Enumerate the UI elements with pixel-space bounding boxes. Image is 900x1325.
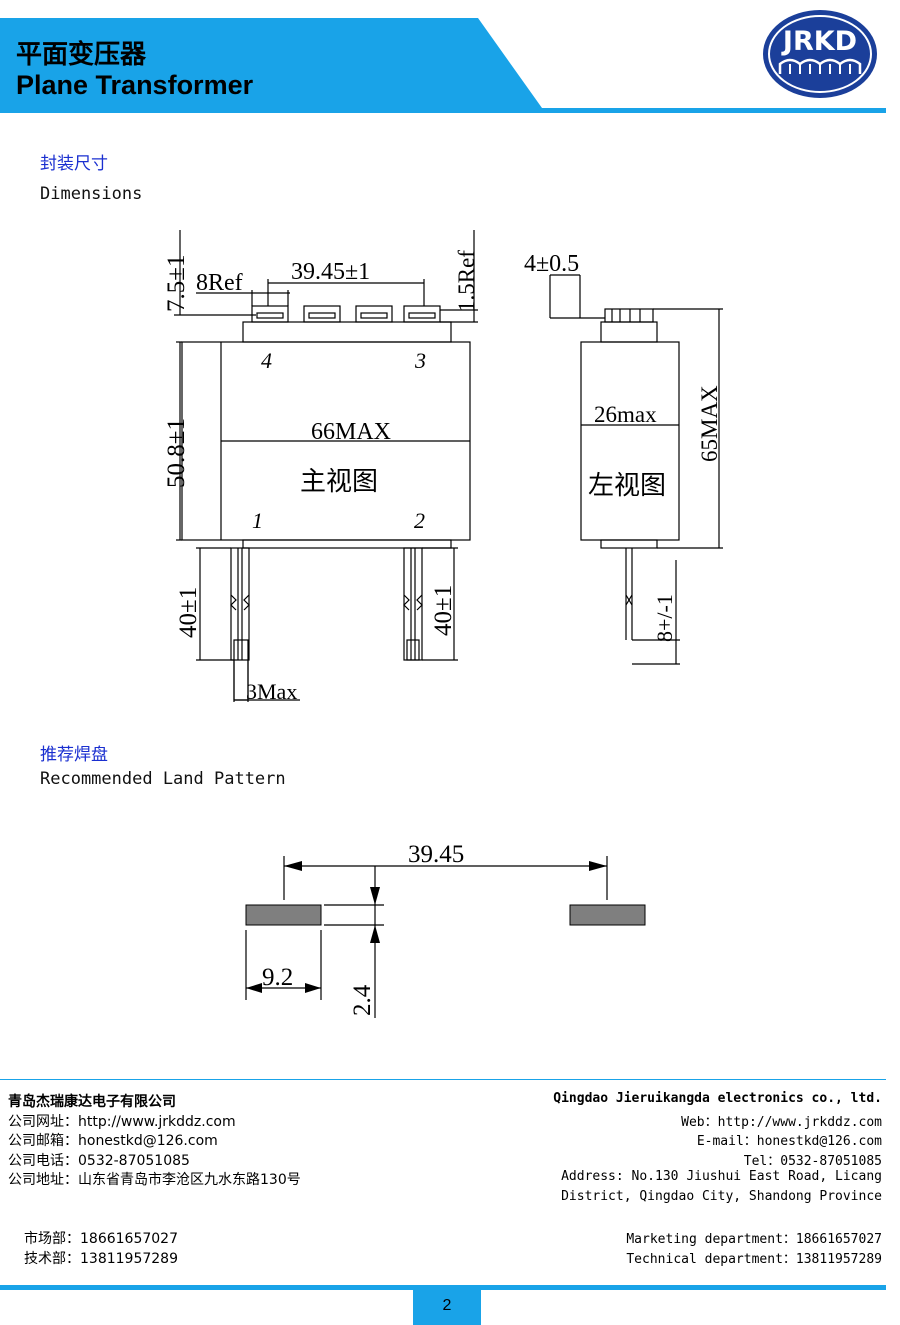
- page-number: 2: [413, 1288, 481, 1325]
- side-view-name: 左视图: [588, 471, 666, 501]
- marketing-cn: 市场部：18661657027: [24, 1231, 178, 1247]
- dim-pin-top: 7.5±1: [163, 255, 190, 312]
- side-view-drawing: 4±0.5 26max 65MAX 左视图 8+/-1: [524, 251, 723, 665]
- web-en: Web：http://www.jrkddz.com: [681, 1115, 882, 1130]
- tel-en: Tel：0532-87051085: [743, 1154, 882, 1169]
- marketing-en: Marketing department：18661657027: [626, 1232, 882, 1247]
- dimensions-title-cn: 封装尺寸: [40, 154, 108, 174]
- land-pattern-title-en: Recommended Land Pattern: [40, 769, 286, 789]
- email-cn: 公司邮箱：honestkd@126.com: [8, 1133, 218, 1149]
- technical-cn: 技术部：13811957289: [24, 1251, 178, 1267]
- footer-divider: [0, 1079, 886, 1080]
- dim-pin-thickness: 1.5Ref: [454, 250, 479, 312]
- company-name-en: Qingdao Jieruikangda electronics co., lt…: [553, 1091, 882, 1106]
- dim-total-height: 65MAX: [697, 385, 722, 462]
- footer-bar: [0, 1285, 886, 1290]
- dim-lead-left: 40±1: [175, 587, 202, 638]
- pin-label-2: 2: [414, 508, 425, 533]
- land-pad-right: [569, 904, 646, 926]
- main-view-name: 主视图: [300, 467, 378, 497]
- company-name-cn: 青岛杰瑞康达电子有限公司: [8, 1094, 176, 1110]
- dim-land-pad-height: 2.4: [349, 984, 376, 1016]
- dim-body-depth: 26max: [594, 402, 657, 427]
- dim-lead-side: 8+/-1: [652, 594, 677, 642]
- dim-lead-width: 3Max: [246, 679, 297, 704]
- technical-en: Technical department：13811957289: [626, 1252, 882, 1267]
- main-view-drawing: 7.5±1 8Ref 39.45±1 1.5Ref 50.8±1 66MAX 主…: [163, 230, 479, 704]
- land-pattern-drawing: 39.45 9.2 2.4: [245, 841, 646, 1018]
- land-pattern-title-cn: 推荐焊盘: [40, 745, 108, 765]
- pin-label-3: 3: [414, 348, 426, 373]
- dim-land-span: 39.45: [408, 841, 464, 868]
- dim-pin-width: 8Ref: [196, 270, 243, 296]
- address-en-line2: District, Qingdao City, Shandong Provinc…: [561, 1189, 882, 1204]
- pin-label-1: 1: [252, 508, 263, 533]
- email-en: E-mail：honestkd@126.com: [696, 1134, 882, 1149]
- pin-label-4: 4: [261, 348, 272, 373]
- tel-cn: 公司电话：0532-87051085: [8, 1153, 190, 1169]
- dim-pin-offset: 4±0.5: [524, 251, 579, 277]
- page-title-cn: 平面变压器: [16, 40, 147, 70]
- dim-body-height: 50.8±1: [163, 418, 190, 488]
- address-cn: 公司地址：山东省青岛市李沧区九水东路130号: [8, 1172, 301, 1188]
- land-pad-left: [245, 904, 322, 926]
- header-band: [0, 18, 886, 113]
- web-cn: 公司网址：http://www.jrkddz.com: [8, 1114, 236, 1130]
- logo-text: JRKD: [781, 26, 857, 57]
- page-title-en: Plane Transformer: [16, 70, 254, 100]
- dimensions-title-en: Dimensions: [40, 184, 143, 204]
- dim-land-pad-width: 9.2: [262, 964, 293, 991]
- dim-body-width: 66MAX: [311, 419, 391, 445]
- address-en-line1: Address: No.130 Jiushui East Road, Lican…: [561, 1169, 882, 1184]
- dim-pin-span: 39.45±1: [291, 259, 370, 285]
- company-logo: JRKD: [763, 10, 877, 98]
- dim-lead-right: 40±1: [430, 585, 457, 636]
